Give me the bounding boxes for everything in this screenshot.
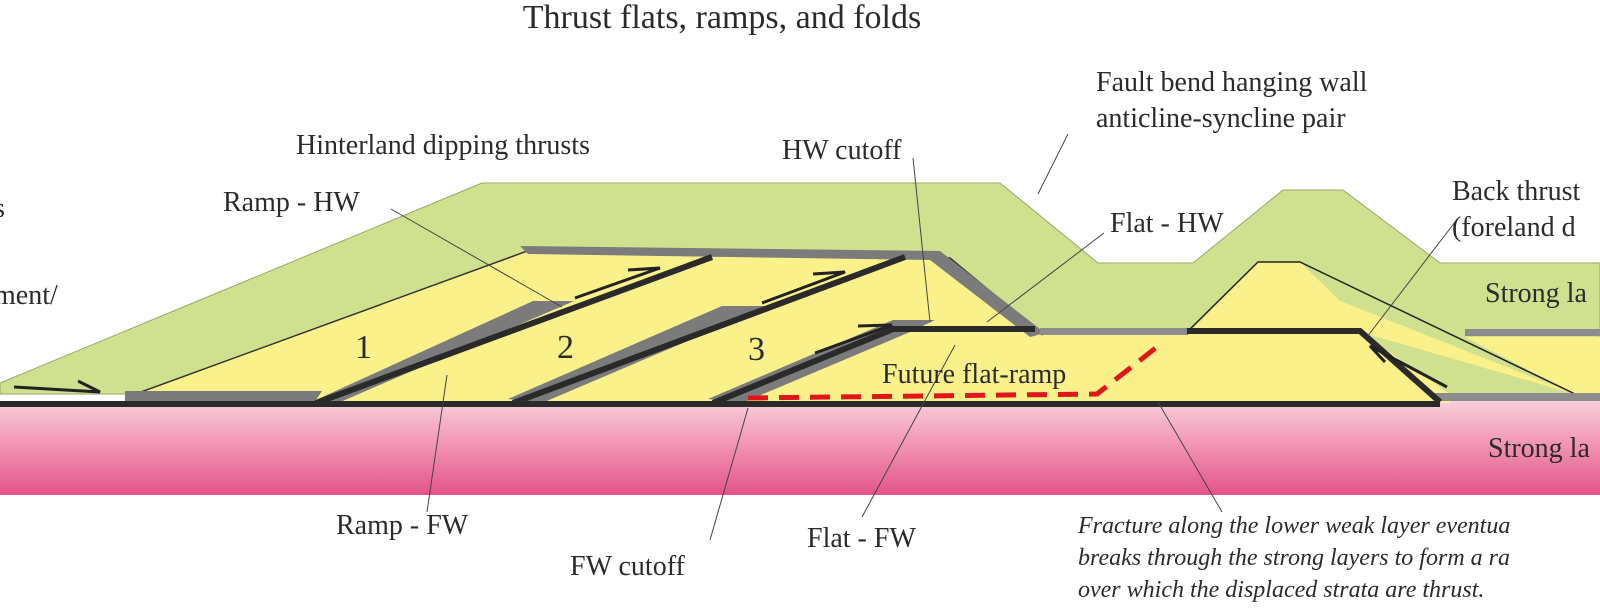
diagram-title: Thrust flats, ramps, and folds xyxy=(523,0,922,36)
anticline-outline xyxy=(1186,261,1576,395)
slip-arrow-back xyxy=(1368,344,1448,389)
label-fracture-3: over which the displaced strata are thru… xyxy=(1078,577,1484,603)
future-fault-line xyxy=(747,341,1164,401)
yellow-anticline-core xyxy=(1190,262,1575,394)
thrust-fault-1 xyxy=(314,254,714,406)
label-strong-upper: Strong la xyxy=(1485,278,1587,309)
yellow-slice-1 xyxy=(130,250,712,403)
thrust-fault-2 xyxy=(511,254,907,406)
label-strong-lower: Strong la xyxy=(1488,433,1590,464)
leader-hw-cutoff xyxy=(912,157,931,323)
label-hinterland: Hinterland dipping thrusts xyxy=(296,130,590,161)
lower-strong-layer xyxy=(0,401,1600,495)
label-thrust-3: 3 xyxy=(748,331,765,368)
label-hw-cutoff: HW cutoff xyxy=(782,135,902,166)
leader-flat-hw xyxy=(986,232,1105,323)
slip-arrow-3 xyxy=(761,270,846,305)
yellow-slice-2 xyxy=(316,256,905,403)
slip-arrow-1 xyxy=(13,379,101,394)
weak-band-1 xyxy=(125,391,322,403)
label-fracture-1: Fracture along the lower weak layer even… xyxy=(1077,513,1510,539)
label-thrust-2: 2 xyxy=(557,329,574,366)
base-weak-band-right xyxy=(1435,393,1600,401)
flat-weak-band xyxy=(1040,328,1188,335)
leader-flat-fw xyxy=(861,344,956,518)
label-fault-bend-2: anticline-syncline pair xyxy=(1096,103,1346,134)
label-back-thrust-2: (foreland d xyxy=(1452,212,1576,243)
leader-lines xyxy=(390,133,1456,541)
label-ramp-fw: Ramp - FW xyxy=(336,510,469,541)
leader-fault-bend xyxy=(1037,133,1069,195)
label-back-thrust-1: Back thrust xyxy=(1452,176,1581,207)
label-left-edge-2: ment/ xyxy=(0,280,58,311)
label-ramp-hw: Ramp - HW xyxy=(223,187,360,218)
ramp-fault xyxy=(1187,328,1442,405)
label-left-edge-1: s xyxy=(0,193,5,224)
label-fw-cutoff: FW cutoff xyxy=(570,551,686,582)
right-weak-band xyxy=(1465,329,1600,336)
leader-ramp-hw xyxy=(390,208,563,308)
leader-fracture xyxy=(1157,401,1223,513)
label-thrust-1: 1 xyxy=(355,329,372,366)
label-flat-fw: Flat - FW xyxy=(807,523,916,554)
yellow-right-layer xyxy=(1465,337,1600,394)
label-fracture-2: breaks through the strong layers to form… xyxy=(1078,545,1510,571)
label-flat-hw: Flat - HW xyxy=(1110,208,1224,239)
yellow-slice-4 xyxy=(713,327,1450,403)
yellow-slice-3 xyxy=(513,256,1042,403)
leader-fw-cutoff xyxy=(709,407,749,541)
slip-arrow-4 xyxy=(814,323,893,355)
thrust-fault-3 xyxy=(711,326,1035,406)
label-future-flat-ramp: Future flat-ramp xyxy=(882,359,1066,390)
label-fault-bend-1: Fault bend hanging wall xyxy=(1096,67,1368,98)
leader-ramp-fw xyxy=(426,374,448,513)
slip-arrow-2 xyxy=(574,266,661,300)
leader-back-thrust xyxy=(1366,221,1456,338)
